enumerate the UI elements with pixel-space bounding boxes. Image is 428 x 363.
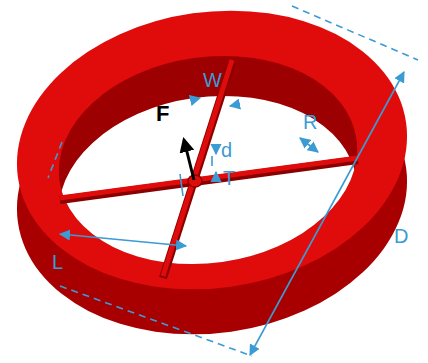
length-label: L bbox=[52, 252, 63, 272]
thickness-label: T bbox=[223, 168, 235, 188]
spokes bbox=[60, 60, 358, 278]
diameter-label: d bbox=[221, 140, 232, 160]
force-label: F bbox=[156, 103, 169, 125]
outer-diameter-label: D bbox=[394, 226, 408, 246]
width-label: W bbox=[203, 70, 222, 90]
radius-label: R bbox=[303, 112, 317, 132]
dimension-lines bbox=[48, 6, 418, 356]
force-arrow bbox=[184, 140, 194, 180]
